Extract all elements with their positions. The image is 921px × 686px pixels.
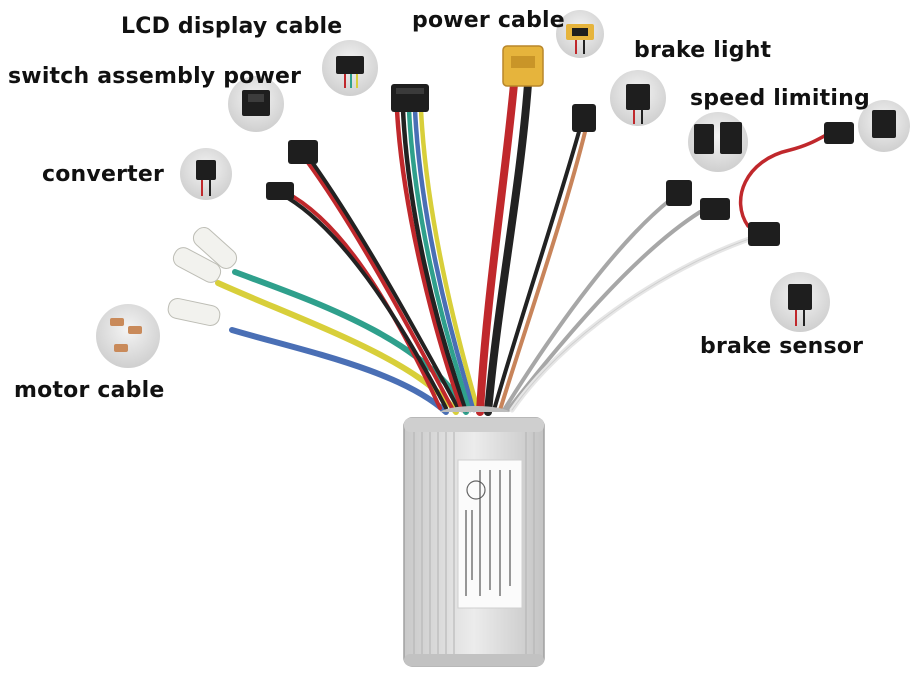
converter-connector [266,182,294,200]
speed-limit-connector-c [824,122,854,144]
speed-limiting-thumbnail-a [688,112,748,172]
speed-limiting-thumbnail-b [858,100,910,152]
label-speed-limiting: speed limiting [690,86,870,111]
switch-thumbnail [228,76,284,132]
label-motor-cable: motor cable [14,378,165,403]
label-switch-assembly-power: switch assembly power [8,64,302,89]
label-power-cable: power cable [412,8,565,33]
switch-wire-red [304,158,454,410]
motor-connectors [167,227,238,327]
motor-wire-blue [229,327,449,415]
speed-limit-loop-red [738,131,832,228]
thumbnail-callouts [96,10,910,368]
label-brake-sensor: brake sensor [700,334,864,359]
left-wires [283,158,460,410]
speed-limit-connector-b [700,198,730,220]
switch-connector [288,140,318,164]
motor-wire-green [232,269,469,415]
power-thumbnail [556,10,604,58]
lcd-cable-wires [394,107,481,413]
power-wire-red [476,80,518,416]
label-lcd-display-cable: LCD display cable [121,14,343,39]
switch-wire-black [310,160,460,410]
controller-housing [403,406,545,667]
harness-connectors [266,45,854,246]
converter-thumbnail [180,148,232,200]
power-cable-wires [476,80,532,416]
brake-sensor-connector [748,222,780,246]
converter-wire-black [286,196,448,410]
brake-sensor-thumbnail [770,272,830,332]
brake-light-wires [492,126,588,412]
brake-light-thumbnail [610,70,666,126]
right-wires [502,131,832,413]
label-converter: converter [42,162,165,187]
power-wire-black [484,80,532,416]
converter-wire-red [283,190,442,410]
motor-thumbnail [96,304,160,368]
lcd-thumbnail [322,40,378,96]
brake-light-connector [572,104,596,132]
speed-limit-connector-a [666,180,692,206]
label-brake-light: brake light [634,38,772,63]
